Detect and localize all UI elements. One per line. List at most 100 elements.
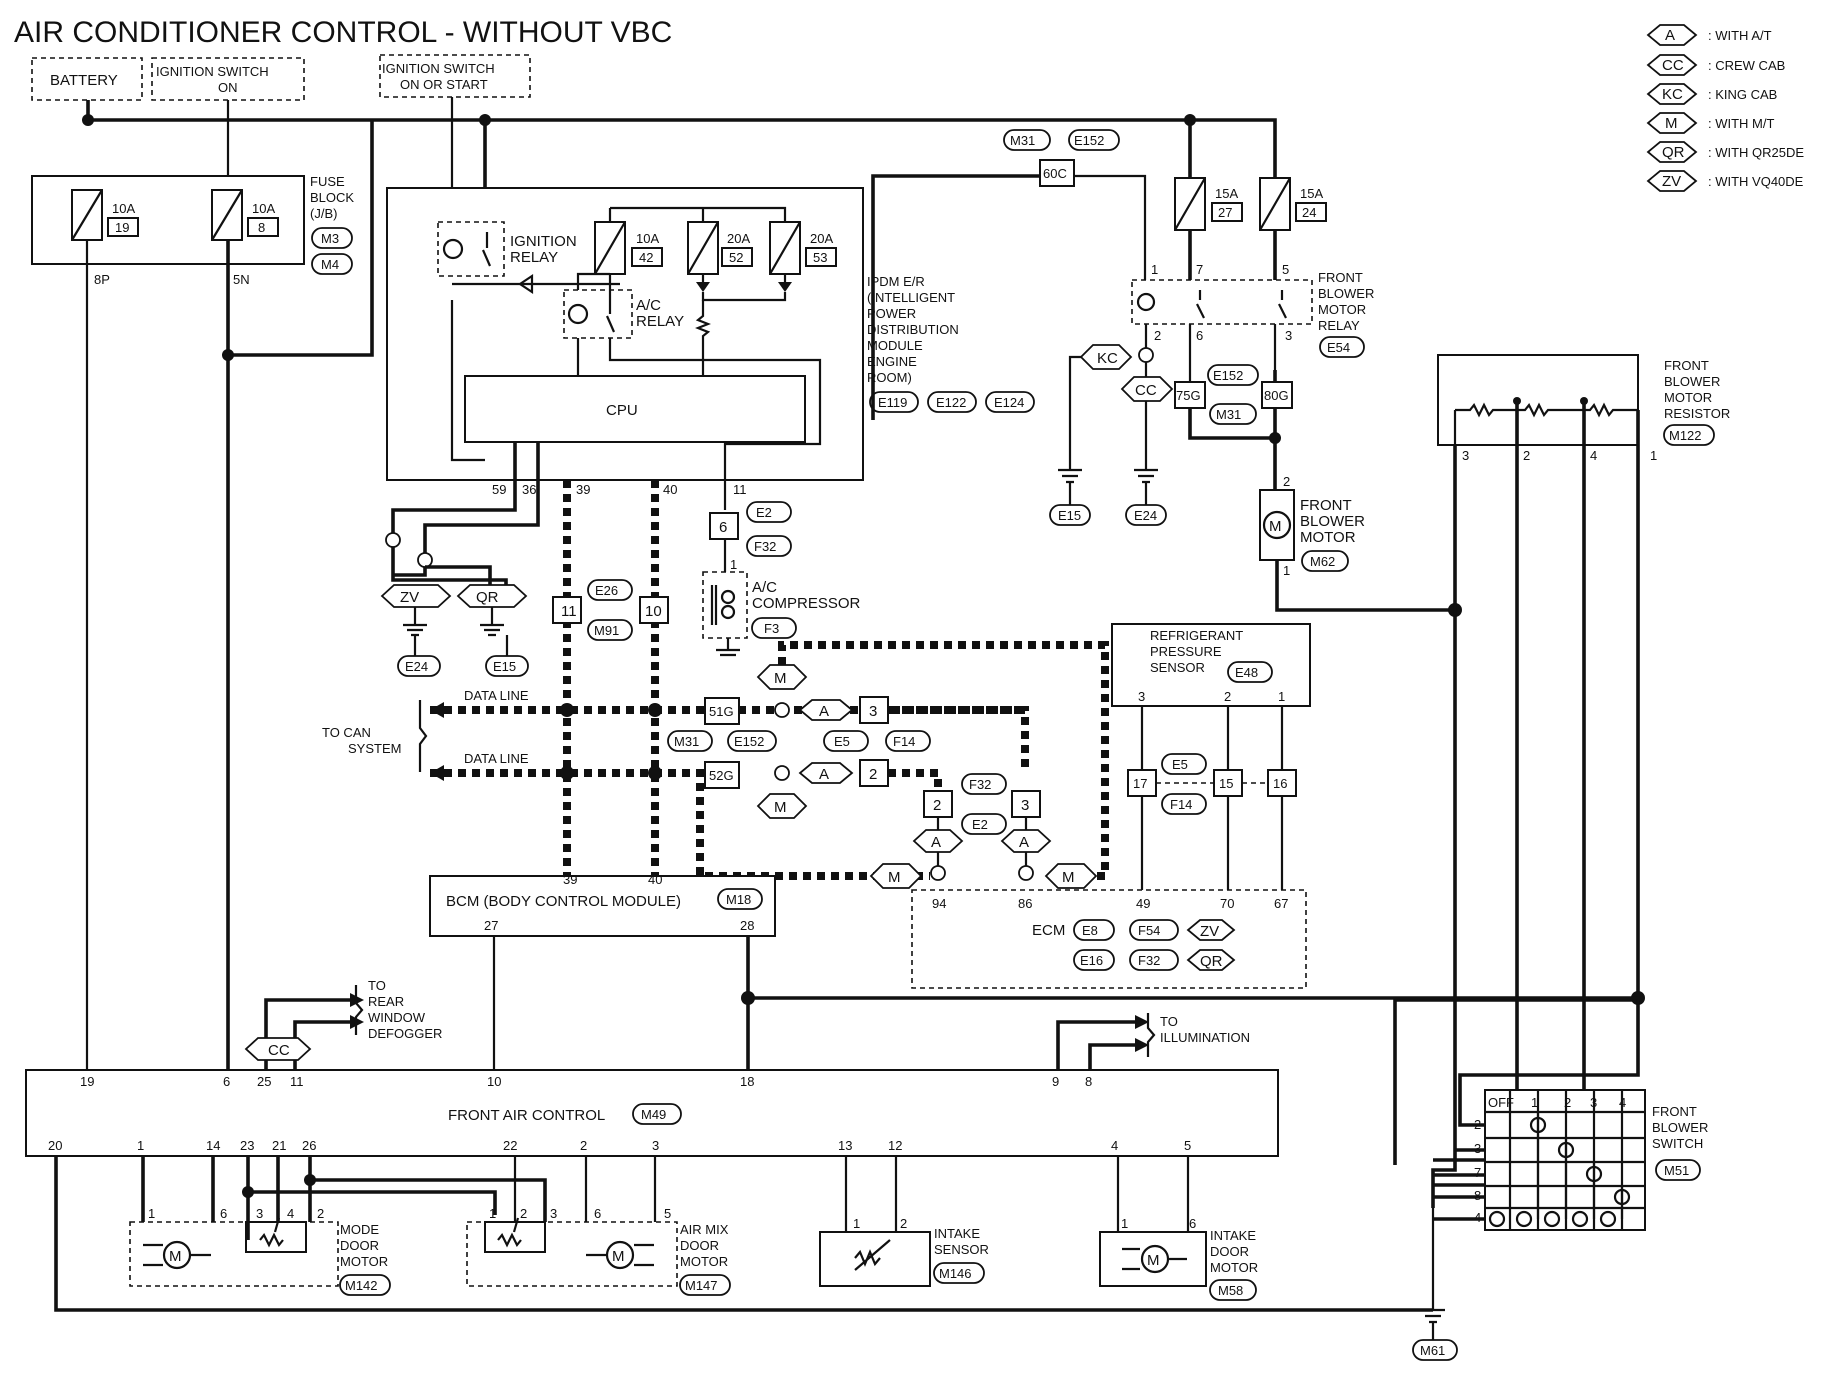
svg-text:2: 2 (869, 766, 877, 783)
svg-text:F32: F32 (754, 539, 776, 554)
svg-text:60C: 60C (1043, 166, 1067, 181)
air-mix-door-motor: M 1 2 3 6 5 AIR MIX DOOR MOTOR M147 (466, 1206, 731, 1296)
ecm: 94 86 49 70 67 ECM E8 F54 ZV E16 F32 QR (911, 889, 1307, 989)
front-blower-switch: OFF 1 2 3 4 2 3 7 8 4 FRONT BLOWER SWITC… (1474, 1089, 1708, 1231)
legend-item-zv: ZV: WITH VQ40DE (1646, 170, 1804, 192)
svg-text:1: 1 (1650, 448, 1657, 463)
svg-text:DOOR: DOOR (680, 1238, 719, 1253)
svg-text:59: 59 (492, 482, 506, 497)
svg-text:E2: E2 (756, 505, 772, 520)
svg-text:8: 8 (258, 220, 265, 235)
battery-supply: BATTERY (31, 57, 143, 101)
svg-text:: WITH M/T: : WITH M/T (1708, 116, 1774, 131)
svg-text:MOTOR: MOTOR (340, 1254, 388, 1269)
legend-item-m: M: WITH M/T (1646, 112, 1774, 134)
svg-text:FRONT: FRONT (1652, 1104, 1697, 1119)
svg-text:18: 18 (740, 1074, 754, 1089)
svg-text:M: M (888, 869, 901, 886)
svg-text:RELAY: RELAY (1318, 318, 1360, 333)
svg-text:4: 4 (287, 1206, 294, 1221)
svg-text:: CREW CAB: : CREW CAB (1708, 58, 1785, 73)
svg-text:67: 67 (1274, 896, 1288, 911)
svg-text:DEFOGGER: DEFOGGER (368, 1026, 442, 1041)
svg-text:3: 3 (1021, 797, 1029, 814)
svg-text:REAR: REAR (368, 994, 404, 1009)
svg-text:12: 12 (888, 1138, 902, 1153)
intake-door-motor: M 1 6 INTAKE DOOR MOTOR M58 (1099, 1216, 1258, 1301)
svg-text:MOTOR: MOTOR (1318, 302, 1366, 317)
svg-text:ZV: ZV (1200, 923, 1219, 940)
svg-text:QR: QR (1200, 953, 1223, 970)
svg-text:9: 9 (1052, 1074, 1059, 1089)
svg-text:F14: F14 (1170, 797, 1192, 812)
diagram-title: AIR CONDITIONER CONTROL - WITHOUT VBC (14, 16, 672, 49)
svg-text:TO: TO (368, 978, 386, 993)
svg-text:BLOWER: BLOWER (1300, 513, 1365, 530)
bcm: 39 40 BCM (BODY CONTROL MODULE) M18 27 2… (429, 872, 776, 937)
svg-text:E54: E54 (1327, 340, 1350, 355)
front-blower-motor: M 2 1 FRONT BLOWER MOTOR M62 (1259, 474, 1462, 617)
svg-text:M61: M61 (1420, 1343, 1445, 1358)
front-blower-resistor: FRONT BLOWER MOTOR RESISTOR M122 3 2 4 1 (1437, 354, 1730, 463)
svg-text:2: 2 (580, 1138, 587, 1153)
svg-text:1: 1 (137, 1138, 144, 1153)
svg-text:1: 1 (1151, 262, 1158, 277)
svg-text:22: 22 (503, 1138, 517, 1153)
svg-text:BCM (BODY CONTROL MODULE): BCM (BODY CONTROL MODULE) (446, 893, 681, 910)
svg-text:M: M (774, 670, 787, 687)
svg-text:10A: 10A (636, 231, 659, 246)
svg-text:FRONT: FRONT (1300, 497, 1352, 514)
svg-text:11: 11 (561, 603, 577, 620)
svg-text:M147: M147 (685, 1278, 718, 1293)
svg-text:FUSE: FUSE (310, 174, 345, 189)
svg-text:M: M (774, 799, 787, 816)
svg-text:DISTRIBUTION: DISTRIBUTION (867, 322, 959, 337)
svg-text:F14: F14 (893, 734, 915, 749)
svg-text:ON: ON (218, 80, 238, 95)
svg-text:52G: 52G (709, 768, 734, 783)
svg-text:25: 25 (257, 1074, 271, 1089)
svg-text:39: 39 (563, 872, 577, 887)
svg-text:7: 7 (1196, 262, 1203, 277)
svg-text:21: 21 (272, 1138, 286, 1153)
legend-item-qr: QR: WITH QR25DE (1646, 141, 1804, 163)
svg-text:70: 70 (1220, 896, 1234, 911)
legend-item-a: A: WITH A/T (1646, 24, 1772, 46)
svg-text:5: 5 (1184, 1138, 1191, 1153)
svg-text:COMPRESSOR: COMPRESSOR (752, 595, 861, 612)
svg-text:BLOWER: BLOWER (1652, 1120, 1708, 1135)
ground-m61: M61 (1412, 1208, 1458, 1361)
svg-text:3: 3 (869, 703, 877, 720)
svg-text:6: 6 (719, 519, 727, 536)
svg-text:2: 2 (317, 1206, 324, 1221)
svg-text:E152: E152 (1213, 368, 1243, 383)
svg-text:KC: KC (1662, 86, 1683, 103)
svg-text:E5: E5 (834, 734, 850, 749)
svg-text:E5: E5 (1172, 757, 1188, 772)
mode-door-motor: M 1 6 3 4 2 MODE DOOR MOTOR M142 (129, 1206, 391, 1296)
svg-text:39: 39 (576, 482, 590, 497)
svg-text:INTAKE: INTAKE (934, 1226, 980, 1241)
svg-text:6: 6 (223, 1074, 230, 1089)
svg-text:E26: E26 (595, 583, 618, 598)
svg-text:SYSTEM: SYSTEM (348, 741, 401, 756)
illumination-link: TO ILLUMINATION (1056, 1013, 1250, 1070)
svg-text:52: 52 (729, 250, 743, 265)
svg-text:E16: E16 (1080, 953, 1103, 968)
svg-text:DOOR: DOOR (340, 1238, 379, 1253)
svg-text:A: A (1019, 834, 1029, 851)
svg-text:ILLUMINATION: ILLUMINATION (1160, 1030, 1250, 1045)
svg-text:26: 26 (302, 1138, 316, 1153)
svg-text:E24: E24 (1134, 508, 1157, 523)
can-lines: 11 10 E26 M91 DATA LINE DATA LINE TO CAN… (322, 480, 1109, 889)
svg-text:BLOWER: BLOWER (1318, 286, 1374, 301)
svg-text:M3: M3 (321, 231, 339, 246)
svg-text:DOOR: DOOR (1210, 1244, 1249, 1259)
svg-text:13: 13 (838, 1138, 852, 1153)
svg-text:5: 5 (1282, 262, 1289, 277)
svg-text:DATA LINE: DATA LINE (464, 688, 529, 703)
svg-text:86: 86 (1018, 896, 1032, 911)
